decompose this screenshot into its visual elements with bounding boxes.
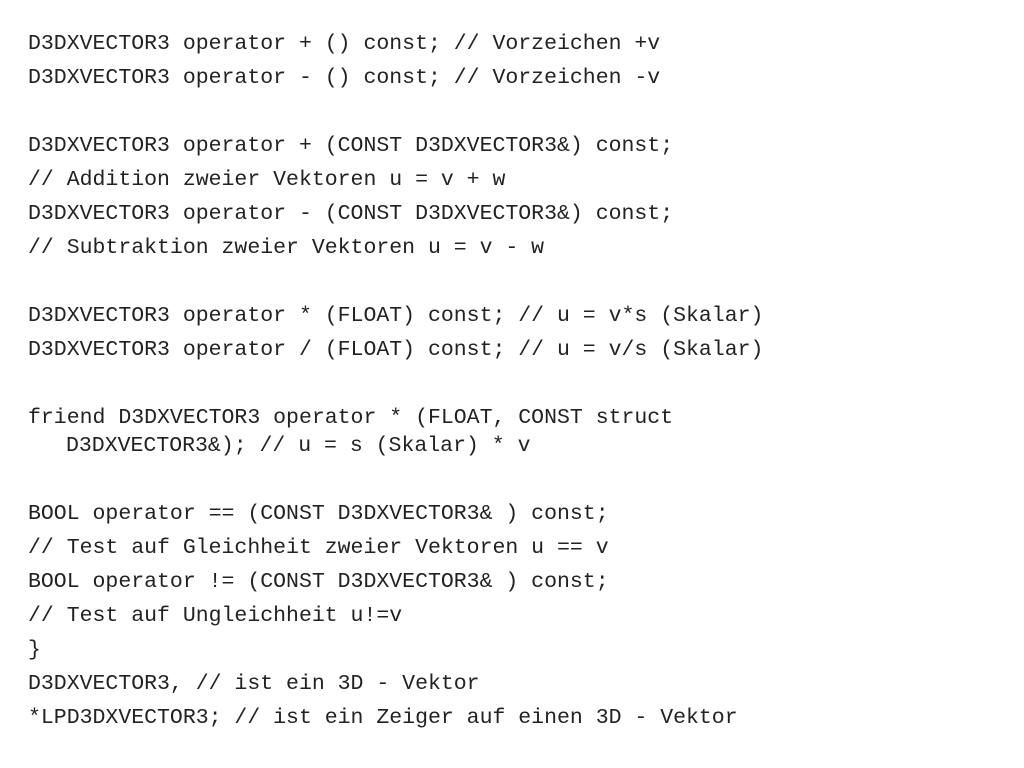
code-line: BOOL operator == (CONST D3DXVECTOR3& ) c… bbox=[28, 502, 609, 526]
code-line: D3DXVECTOR3, // ist ein 3D - Vektor bbox=[28, 672, 480, 696]
code-line: BOOL operator != (CONST D3DXVECTOR3& ) c… bbox=[28, 570, 609, 594]
closing-brace-line: } bbox=[28, 638, 41, 662]
blank-line bbox=[28, 466, 1008, 500]
code-line: D3DXVECTOR3 operator - (CONST D3DXVECTOR… bbox=[28, 202, 674, 226]
code-line-continuation: D3DXVECTOR3&); // u = s (Skalar) * v bbox=[66, 434, 531, 458]
blank-line bbox=[28, 98, 1008, 132]
blank-line bbox=[28, 370, 1008, 404]
code-comment-line: // Addition zweier Vektoren u = v + w bbox=[28, 168, 506, 192]
code-listing: D3DXVECTOR3 operator + () const; // Vorz… bbox=[28, 30, 1008, 738]
code-comment-line: // Test auf Ungleichheit u!=v bbox=[28, 604, 403, 628]
code-comment-line: // Test auf Gleichheit zweier Vektoren u… bbox=[28, 536, 609, 560]
code-line: D3DXVECTOR3 operator / (FLOAT) const; //… bbox=[28, 338, 764, 362]
code-line: friend D3DXVECTOR3 operator * (FLOAT, CO… bbox=[28, 406, 674, 430]
code-line: D3DXVECTOR3 operator * (FLOAT) const; //… bbox=[28, 304, 764, 328]
code-line: D3DXVECTOR3 operator + () const; // Vorz… bbox=[28, 32, 661, 56]
code-line: *LPD3DXVECTOR3; // ist ein Zeiger auf ei… bbox=[28, 706, 738, 730]
code-comment-line: // Subtraktion zweier Vektoren u = v - w bbox=[28, 236, 545, 260]
blank-line bbox=[28, 268, 1008, 302]
code-line: D3DXVECTOR3 operator - () const; // Vorz… bbox=[28, 66, 661, 90]
code-line: D3DXVECTOR3 operator + (CONST D3DXVECTOR… bbox=[28, 134, 674, 158]
